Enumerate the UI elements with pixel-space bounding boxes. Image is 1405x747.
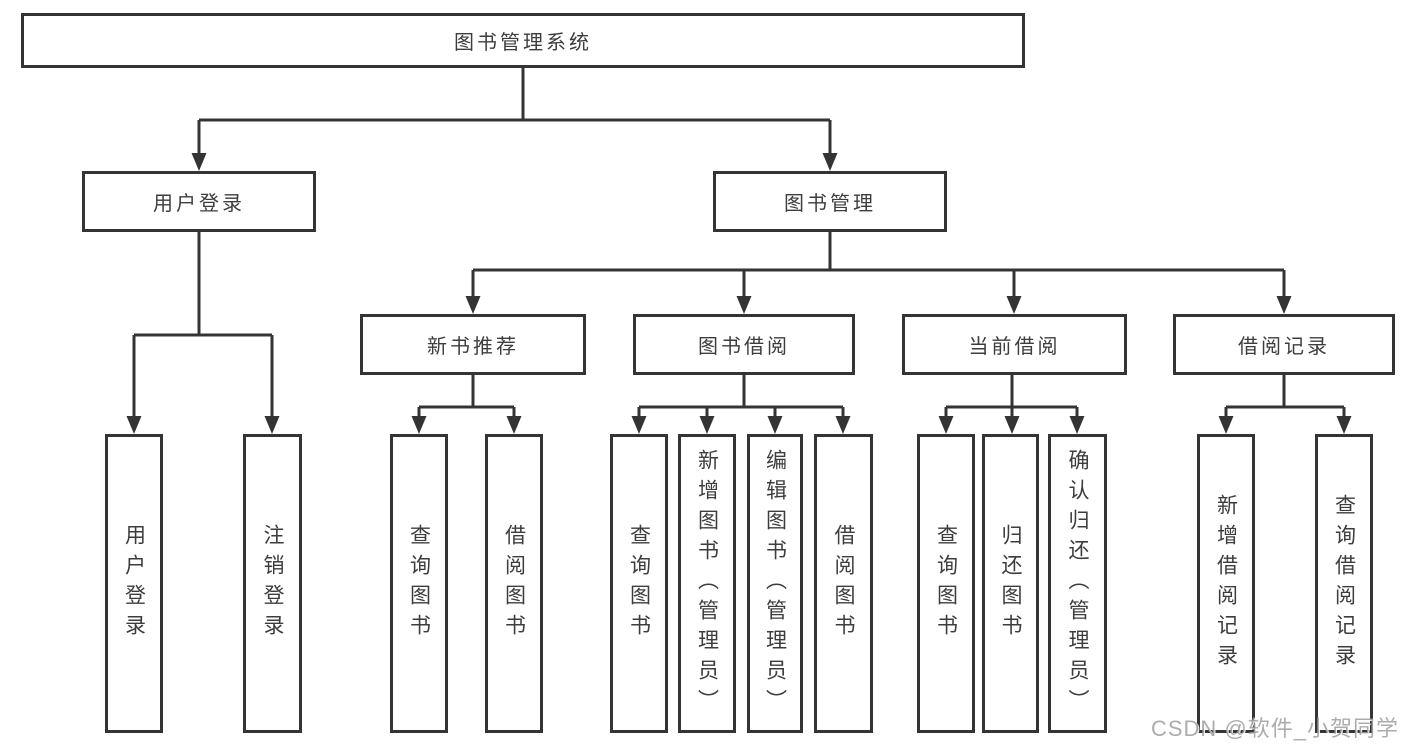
leaf-borrow-book: 借阅图书 [814,434,873,733]
leaf-add-book-admin: 新增图书（管理员） [678,434,736,733]
node-new-book-recommend: 新书推荐 [360,314,586,375]
leaf-borrow-book-recommend: 借阅图书 [485,434,543,733]
connector-current-borrow-to-leaves [938,375,1085,434]
csdn-watermark: CSDN @软件_小贺同学 [1150,716,1399,741]
connector-book-borrow-to-leaves [631,375,851,434]
node-user-login: 用户登录 [82,171,316,232]
leaf-logout: 注销登录 [243,434,302,733]
leaf-query-book-current: 查询图书 [917,434,975,733]
connector-user-login-to-leaves [126,232,280,434]
leaf-return-book: 归还图书 [982,434,1039,733]
node-book-borrow: 图书借阅 [633,314,855,375]
node-book-management: 图书管理 [713,171,947,232]
connector-new-book-recommend-to-leaves [411,375,522,434]
connector-root-to-level2 [191,68,838,171]
node-current-borrow: 当前借阅 [902,314,1127,375]
leaf-query-borrow-record: 查询借阅记录 [1315,434,1373,733]
leaf-user-login: 用户登录 [105,434,163,733]
leaf-confirm-return-admin: 确认归还（管理员） [1048,434,1107,733]
connector-book-management-to-level3 [465,232,1292,314]
leaf-edit-book-admin: 编辑图书（管理员） [747,434,803,733]
connector-borrow-records-to-leaves [1218,375,1352,434]
node-library-management-system: 图书管理系统 [21,13,1025,68]
leaf-query-book-borrow: 查询图书 [610,434,668,733]
leaf-add-borrow-record: 新增借阅记录 [1197,434,1255,733]
leaf-query-book-recommend: 查询图书 [390,434,448,733]
node-borrow-records: 借阅记录 [1173,314,1395,375]
